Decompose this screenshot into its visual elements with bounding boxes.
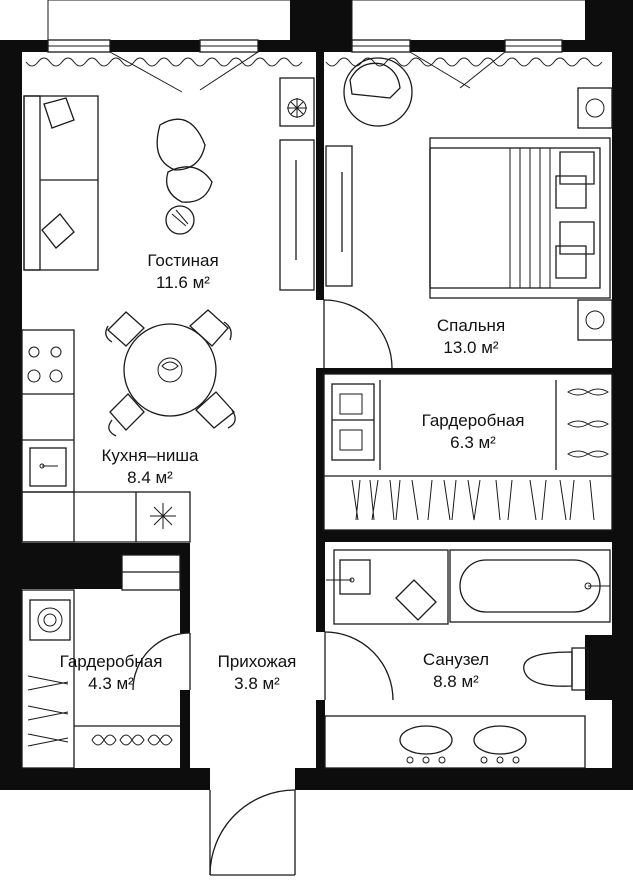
room-area: 4.3 м²	[88, 674, 134, 693]
room-area: 11.6 м²	[156, 273, 210, 292]
room-label-wardrobe-hall: Гардеробная 4.3 м²	[60, 651, 163, 695]
dining-set	[105, 309, 236, 437]
wardrobe-bedroom-furniture	[323, 373, 613, 531]
room-area: 3.8 м²	[234, 674, 280, 693]
room-area: 8.4 м²	[127, 468, 173, 487]
room-name: Спальня	[436, 316, 506, 335]
room-label-living: Гостиная 11.6 м²	[147, 250, 218, 294]
windows	[25, 0, 603, 93]
bedroom-furniture	[343, 57, 613, 341]
doors	[132, 299, 394, 876]
room-name: Гардеробная	[59, 652, 163, 671]
room-area: 8.8 м²	[433, 672, 479, 691]
room-area: 6.3 м²	[450, 433, 496, 452]
room-label-kitchen: Кухня–ниша 8.4 м²	[102, 445, 199, 489]
walls	[0, 0, 633, 790]
bathroom-fixtures	[324, 549, 611, 769]
living-furniture	[23, 77, 353, 291]
room-label-bathroom: Санузел 8.8 м²	[423, 649, 489, 693]
room-name: Прихожая	[217, 652, 297, 671]
room-name: Кухня–ниша	[101, 446, 199, 465]
wardrobe-hall-furniture	[21, 554, 181, 769]
room-label-wardrobe-bedroom: Гардеробная 6.3 м²	[422, 410, 525, 454]
room-label-bedroom: Спальня 13.0 м²	[437, 315, 505, 359]
kitchen-furniture	[21, 329, 191, 543]
room-name: Гостиная	[147, 251, 219, 270]
room-name: Гардеробная	[421, 411, 525, 430]
room-label-hallway: Прихожая 3.8 м²	[218, 651, 297, 695]
room-area: 13.0 м²	[443, 338, 499, 357]
room-name: Санузел	[422, 650, 490, 669]
